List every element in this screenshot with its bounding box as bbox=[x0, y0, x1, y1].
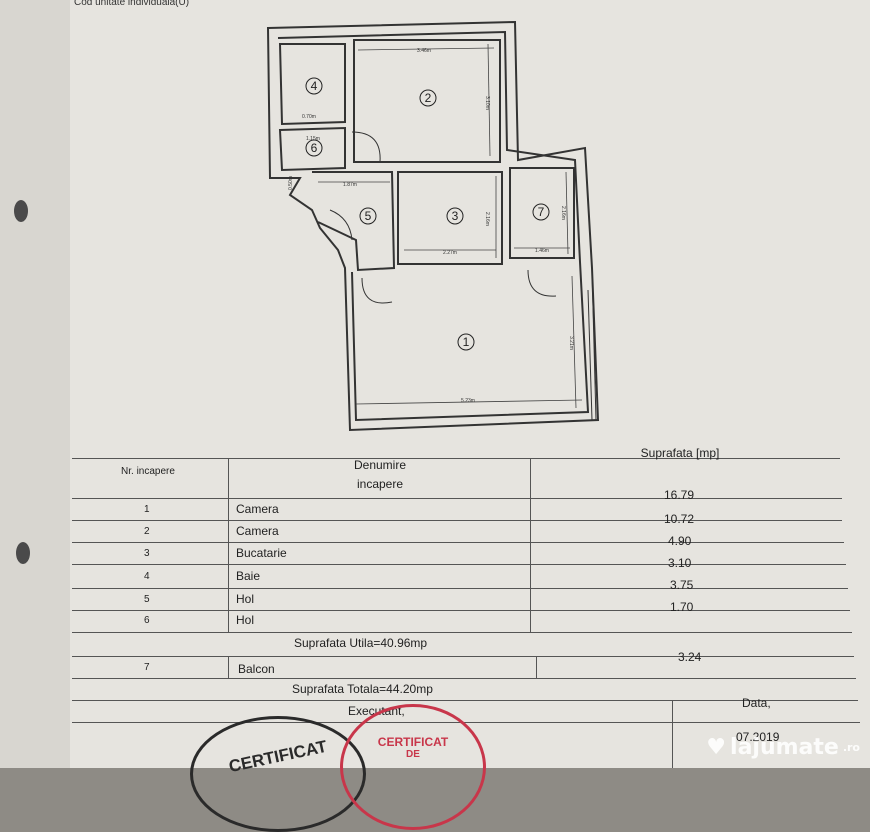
room-4-outline bbox=[278, 43, 346, 126]
heart-icon: ♥ bbox=[706, 735, 727, 760]
table-rule bbox=[72, 610, 850, 611]
suprafata-totala: Suprafata Totala=44.20mp bbox=[292, 682, 433, 696]
dimension-label: 3.21m bbox=[568, 336, 574, 350]
table-rule bbox=[72, 564, 846, 565]
room-3-outline bbox=[397, 171, 503, 265]
dimension-label: 1.15m bbox=[306, 136, 320, 142]
binder-hole bbox=[14, 200, 28, 222]
room-3-label: 3 bbox=[452, 209, 459, 223]
table-rule bbox=[228, 458, 229, 632]
room-2-outline bbox=[353, 39, 501, 163]
watermark-tld: .ro bbox=[842, 741, 860, 754]
row-name: Bucatarie bbox=[236, 546, 287, 560]
balcon-area: 3.24 bbox=[678, 650, 702, 664]
room-5-label: 5 bbox=[365, 209, 372, 223]
watermark-brand: lajumate bbox=[730, 735, 839, 760]
certificate-stamp-right: CERTIFICAT DE bbox=[340, 704, 486, 830]
row-area: 4.90 bbox=[668, 534, 692, 548]
outer-wall bbox=[266, 20, 600, 432]
row-nr: 5 bbox=[144, 594, 150, 605]
dimension-label: 5.23m bbox=[461, 398, 475, 404]
room-4-label: 4 bbox=[311, 79, 318, 93]
dimension-label: 3.46m bbox=[417, 48, 431, 54]
room-7-outline bbox=[509, 167, 575, 259]
rooms-table: Nr. incapere Denumire incapere Suprafata… bbox=[72, 446, 860, 768]
suprafata-utila: Suprafata Utila=40.96mp bbox=[294, 636, 428, 650]
table-rule bbox=[72, 656, 854, 657]
table-rule bbox=[672, 700, 673, 768]
row-name: Hol bbox=[236, 592, 255, 606]
stamp-subtext: DE bbox=[406, 749, 420, 760]
table-rule bbox=[72, 498, 842, 499]
dimension-label: 2.16m bbox=[560, 206, 566, 220]
table-rule bbox=[72, 632, 852, 633]
row-area: 10.72 bbox=[664, 512, 695, 526]
floor-plan-drawing: 1 2 3 4 5 6 7 3.46m 3.10m 2.27m 2.16m 1.… bbox=[266, 20, 600, 432]
dimension-label: 3.10m bbox=[484, 96, 490, 110]
table-rule bbox=[72, 588, 848, 589]
row-nr: 6 bbox=[144, 615, 150, 626]
binder-hole bbox=[16, 542, 30, 564]
row-area: 1.70 bbox=[670, 600, 694, 614]
stamp-text: CERTIFICAT bbox=[377, 735, 449, 749]
row-nr: 1 bbox=[144, 504, 150, 515]
table-rule bbox=[72, 542, 844, 543]
data-value: 07.2019 bbox=[736, 730, 780, 744]
page-edge bbox=[0, 0, 70, 768]
table-rule bbox=[72, 458, 840, 459]
row-area: 16.79 bbox=[664, 488, 695, 502]
table-rule bbox=[536, 656, 537, 678]
row-area: 3.10 bbox=[668, 556, 692, 570]
room-5-outline bbox=[312, 171, 396, 272]
row-name: Camera bbox=[236, 524, 279, 538]
room-1-label: 1 bbox=[463, 335, 470, 349]
stamp-text: CERTIFICAT bbox=[227, 736, 329, 777]
dimension-labels: 3.46m 3.10m 2.27m 2.16m 1.46m 2.16m 5.23… bbox=[288, 48, 574, 404]
table-rule bbox=[530, 458, 531, 632]
balcon-nr: 7 bbox=[144, 662, 150, 673]
table-rule bbox=[72, 722, 860, 723]
row-nr: 3 bbox=[144, 548, 150, 559]
floor-plan-document: Cod unitate individuala(U) bbox=[70, 0, 870, 768]
row-name: Baie bbox=[236, 569, 261, 583]
balcon-name: Balcon bbox=[238, 662, 275, 676]
dimension-label: 1.87m bbox=[343, 182, 357, 188]
row-nr: 4 bbox=[144, 571, 150, 582]
dimension-label: 1.46m bbox=[535, 248, 549, 254]
header-nr: Nr. incapere bbox=[121, 466, 175, 477]
dimension-label: 2.27m bbox=[443, 250, 457, 256]
room-7-label: 7 bbox=[538, 205, 545, 219]
room-markers: 1 2 3 4 5 6 7 bbox=[305, 77, 550, 351]
row-area: 3.75 bbox=[670, 578, 694, 592]
data-label: Data, bbox=[742, 696, 771, 710]
table-rule bbox=[72, 700, 858, 701]
table-rule bbox=[228, 656, 229, 678]
room-6-label: 6 bbox=[311, 141, 318, 155]
document-header: Cod unitate individuala(U) bbox=[74, 0, 190, 8]
row-nr: 2 bbox=[144, 526, 150, 537]
room-6-outline bbox=[278, 126, 346, 172]
dimension-label: 0.70m bbox=[302, 114, 316, 120]
dimension-label: 2.16m bbox=[484, 212, 490, 226]
row-name: Hol bbox=[236, 613, 255, 627]
room-2-label: 2 bbox=[425, 91, 432, 105]
row-name: Camera bbox=[236, 502, 279, 516]
dimension-label: 0.50m bbox=[288, 176, 294, 190]
header-name: Denumire incapere bbox=[353, 458, 407, 491]
table-rule bbox=[72, 678, 856, 679]
lajumate-watermark: ♥ lajumate.ro bbox=[706, 735, 860, 760]
table-rule bbox=[72, 520, 842, 521]
header-area: Suprafata [mp] bbox=[640, 446, 720, 460]
